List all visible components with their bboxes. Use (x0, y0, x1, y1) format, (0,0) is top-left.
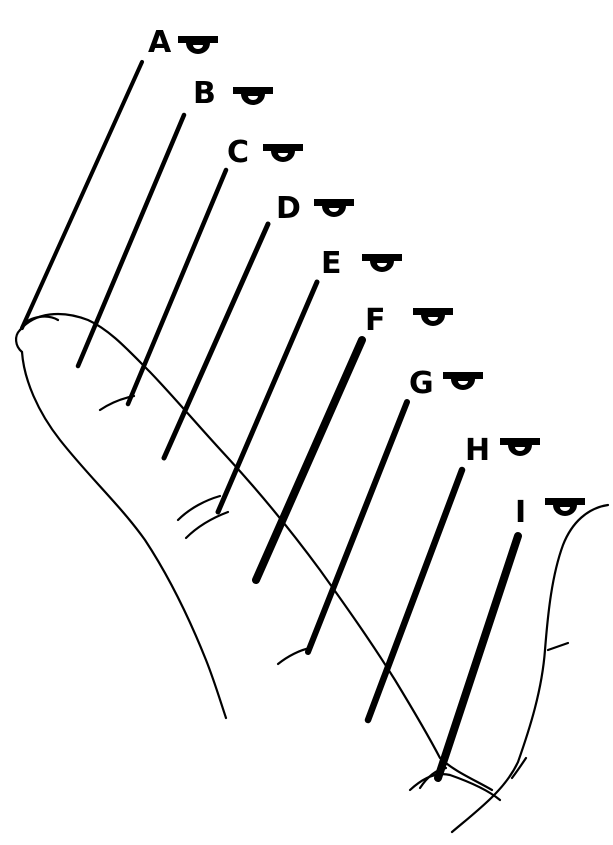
semicircle-marker-icon (362, 254, 402, 272)
label-f: F (365, 303, 453, 338)
finger-tip (16, 330, 22, 352)
label-i-text: I (515, 495, 526, 530)
label-c-text: C (227, 135, 249, 170)
label-e: E (321, 246, 402, 281)
label-d-text: D (276, 191, 301, 226)
pointer-line-h (368, 470, 462, 720)
crease-mark-g (278, 648, 310, 664)
pointer-lines (22, 62, 518, 778)
semicircle-marker-icon (545, 498, 585, 516)
label-b-text: B (193, 76, 216, 111)
pointer-line-i (438, 536, 518, 778)
label-h-text: H (465, 433, 490, 468)
pointer-line-c (128, 170, 226, 404)
semicircle-marker-icon (500, 438, 540, 456)
pointer-line-d (164, 224, 268, 458)
semicircle-marker-icon (314, 199, 354, 217)
labels: A B C D (148, 25, 585, 530)
semicircle-marker-icon (178, 36, 218, 54)
label-b: B (193, 76, 273, 111)
semicircle-marker-icon (263, 144, 303, 162)
label-g: G (409, 366, 483, 401)
semicircle-marker-icon (233, 87, 273, 105)
pointer-line-g (308, 402, 407, 652)
palm-notch (548, 643, 568, 650)
label-d: D (276, 191, 354, 226)
pointer-line-a (22, 62, 142, 328)
semicircle-marker-icon (413, 308, 453, 326)
label-h: H (465, 433, 540, 468)
label-g-text: G (409, 366, 434, 401)
label-e-text: E (321, 246, 342, 281)
label-c: C (227, 135, 303, 170)
crease-mark-e-1 (178, 496, 220, 520)
crease-mark-e-2 (186, 512, 228, 538)
label-f-text: F (365, 303, 386, 338)
semicircle-marker-icon (443, 372, 483, 390)
pointer-line-f (256, 340, 362, 580)
finger-lower-edge (22, 352, 226, 718)
pointer-line-b (78, 115, 184, 366)
label-a: A (148, 25, 218, 60)
label-a-text: A (148, 25, 172, 60)
